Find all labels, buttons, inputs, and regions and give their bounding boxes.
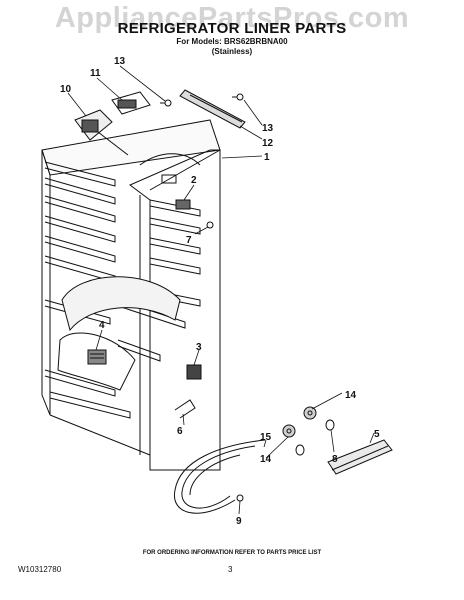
light-bar <box>179 89 246 129</box>
refrigerator-liner <box>41 119 221 471</box>
clip-part-9 <box>236 494 244 502</box>
callout-13-right: 13 <box>262 123 274 134</box>
callout-5: 5 <box>374 429 380 440</box>
air-damper-assembly <box>74 91 151 156</box>
grommet-14-upper <box>303 406 317 420</box>
callout-11: 11 <box>90 68 101 79</box>
page-title: REFRIGERATOR LINER PARTS <box>117 20 347 37</box>
callout-3: 3 <box>196 342 202 353</box>
grommet-14-lower <box>282 424 296 438</box>
leader-lines <box>67 65 375 515</box>
callout-4: 4 <box>99 320 105 331</box>
model-line: For Models: BRS62BRBNA00 <box>176 37 288 46</box>
screw-13-right <box>232 93 244 101</box>
callout-2: 2 <box>191 175 197 186</box>
screw-13-left <box>160 99 172 107</box>
callout-14-lower: 14 <box>260 454 272 465</box>
callout-1: 1 <box>264 152 270 163</box>
screws-part-8 <box>295 419 335 456</box>
handle-part-5 <box>327 439 393 475</box>
callout-13-top-left: 13 <box>114 56 126 67</box>
callout-14-upper: 14 <box>345 390 357 401</box>
callout-6: 6 <box>177 426 183 437</box>
water-tube-part-15 <box>174 439 266 514</box>
bracket-part-6 <box>174 399 196 419</box>
vent-part-4 <box>87 349 107 365</box>
callout-15: 15 <box>260 432 272 443</box>
callout-9: 9 <box>236 516 242 527</box>
screw-part-7 <box>206 221 214 229</box>
callout-12: 12 <box>262 138 274 149</box>
page-number: 3 <box>228 565 233 574</box>
bracket-part-3 <box>186 364 202 380</box>
callout-8: 8 <box>332 454 338 465</box>
callout-7: 7 <box>186 235 192 246</box>
callout-10: 10 <box>60 84 72 95</box>
ordering-note: FOR ORDERING INFORMATION REFER TO PARTS … <box>142 550 322 556</box>
watermark: AppliancePartsPros.com <box>54 2 410 34</box>
clip-part-2 <box>175 199 191 210</box>
finish-line: (Stainless) <box>211 47 253 56</box>
document-number: W10312780 <box>18 565 62 574</box>
